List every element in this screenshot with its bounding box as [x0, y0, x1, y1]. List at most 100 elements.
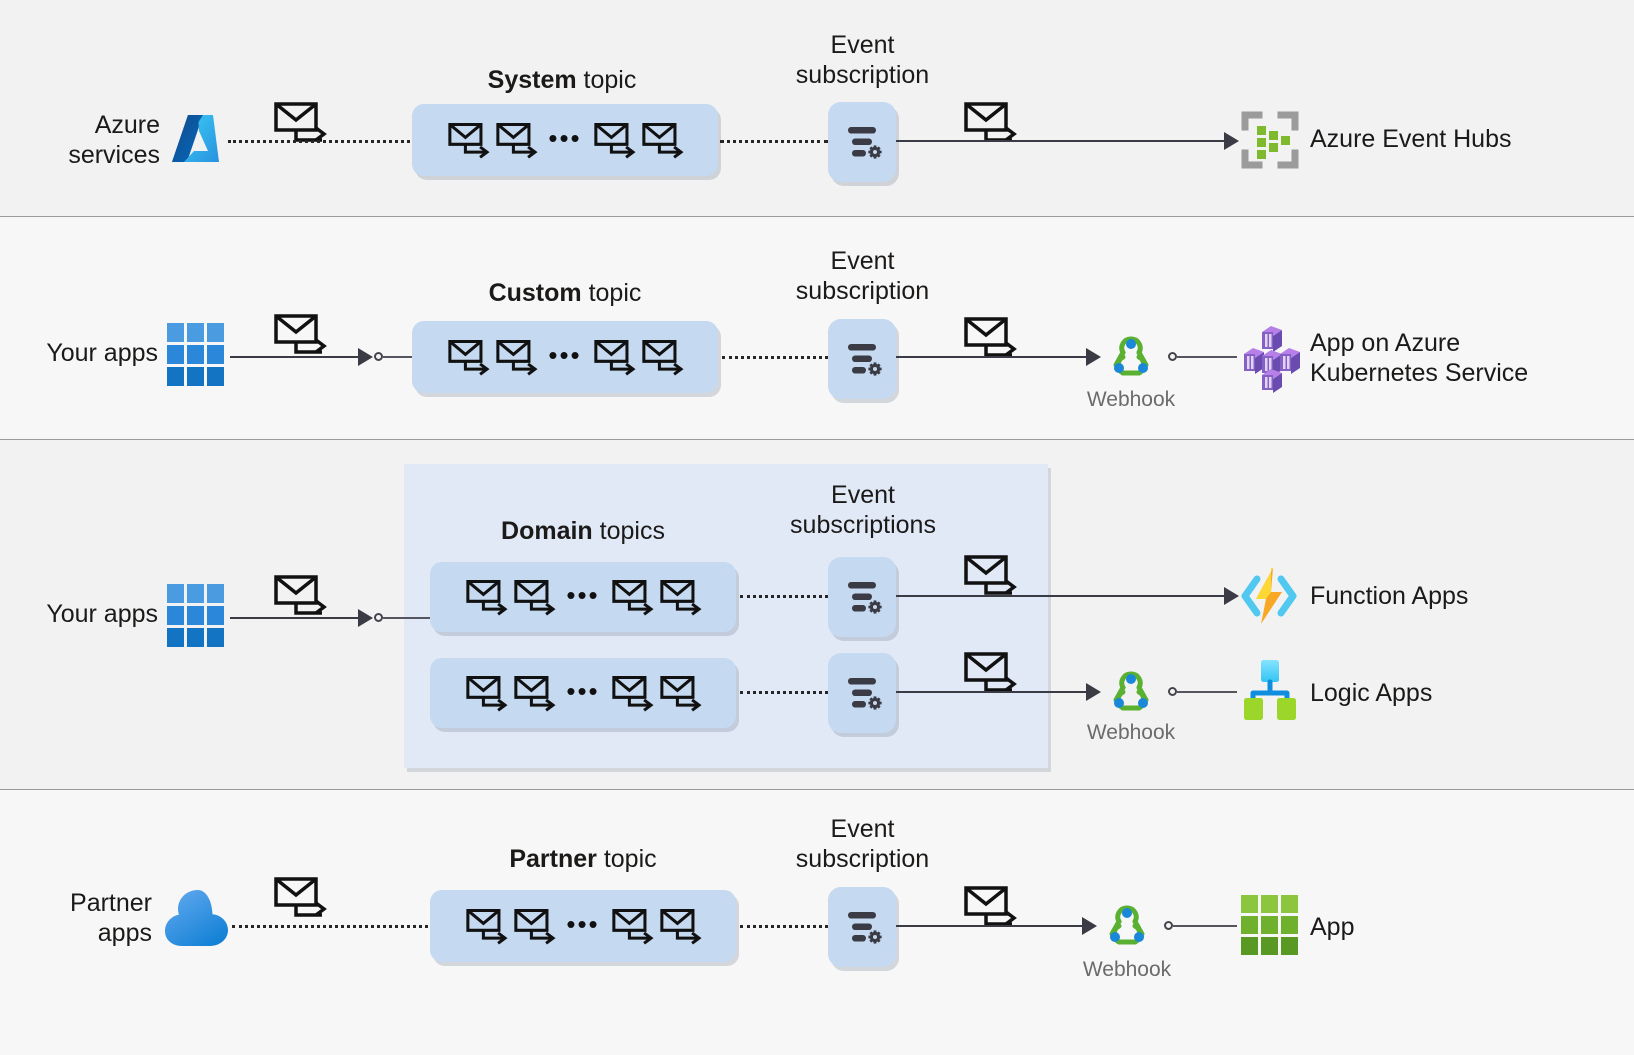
partner-event-subscription-card[interactable] [828, 887, 896, 967]
endpoint-circle-icon [374, 352, 383, 361]
domain-topic-pill-1[interactable]: ••• [430, 562, 736, 632]
event-envelope-icon [612, 675, 654, 712]
event-envelope-icon [514, 675, 556, 712]
system-event-subscription-card[interactable] [828, 102, 896, 182]
link-webhook-to-logic-apps [1177, 691, 1237, 693]
domain-handler-2-label: Logic Apps [1310, 679, 1433, 707]
event-envelope-icon [660, 675, 702, 712]
link-subscription-to-webhook-custom [896, 356, 1088, 358]
event-envelope-icon [660, 908, 702, 945]
system-topic-title: System topic [487, 66, 637, 94]
link-partner-apps-to-topic [232, 925, 428, 928]
link-yourapps-to-custom-topic [230, 356, 360, 358]
event-envelope-icon [642, 122, 684, 159]
domain-event-subscription-card-1[interactable] [828, 557, 896, 637]
event-envelope-icon [272, 573, 328, 617]
row-divider-2 [0, 439, 1634, 440]
domain-topic-pill-2[interactable]: ••• [430, 658, 736, 728]
link-domain-topic1-to-subscription [740, 595, 828, 598]
link-webhook-to-app [1173, 925, 1237, 927]
link-endpoint-to-custom-topic [383, 356, 412, 358]
event-envelope-icon [612, 579, 654, 616]
filter-settings-icon [848, 344, 882, 376]
filter-settings-icon [848, 678, 882, 710]
band-partner [0, 790, 1634, 1055]
endpoint-circle-icon [1168, 687, 1177, 696]
link-source-to-system-topic [228, 140, 410, 143]
partner-handler-label: App [1310, 913, 1355, 941]
azure-function-apps-icon [1236, 565, 1302, 627]
ellipsis: ••• [548, 123, 582, 153]
link-subscription-to-eventhubs [896, 140, 1226, 142]
link-system-topic-to-subscription [720, 140, 828, 143]
event-envelope-icon [272, 312, 328, 356]
event-envelope-icon [448, 339, 490, 376]
filter-settings-icon [848, 912, 882, 944]
webhook-icon [1100, 899, 1154, 953]
custom-webhook-label: Webhook [1086, 388, 1176, 411]
link-subscription-to-function-apps [896, 595, 1226, 597]
cloud-icon [158, 886, 234, 948]
webhook-icon [1104, 665, 1158, 719]
system-handler-label: Azure Event Hubs [1310, 125, 1512, 153]
arrowhead-icon [1086, 683, 1101, 701]
domain-webhook-label: Webhook [1086, 721, 1176, 744]
azure-event-hubs-icon [1240, 110, 1300, 170]
ellipsis: ••• [566, 580, 600, 610]
azure-kubernetes-service-icon [1240, 324, 1302, 393]
endpoint-circle-icon [374, 613, 383, 622]
event-envelope-icon [962, 315, 1018, 359]
event-envelope-icon [962, 884, 1018, 928]
arrowhead-icon [1086, 348, 1101, 366]
link-subscription-to-webhook-partner [896, 925, 1084, 927]
event-envelope-icon [466, 675, 508, 712]
link-yourapps-to-domain [230, 617, 360, 619]
event-envelope-icon [660, 579, 702, 616]
event-envelope-icon [594, 339, 636, 376]
app-grid-green-icon [1240, 894, 1300, 958]
custom-event-subscription-card[interactable] [828, 319, 896, 399]
event-envelope-icon [466, 579, 508, 616]
event-envelope-icon [962, 100, 1018, 144]
event-envelope-icon [448, 122, 490, 159]
link-partner-topic-to-subscription [740, 925, 828, 928]
event-envelope-icon [496, 122, 538, 159]
azure-logic-apps-icon [1240, 660, 1300, 722]
arrowhead-icon [1082, 917, 1097, 935]
domain-event-subscription-card-2[interactable] [828, 653, 896, 733]
event-envelope-icon [272, 100, 328, 144]
partner-webhook-label: Webhook [1082, 958, 1172, 981]
event-envelope-icon [594, 122, 636, 159]
link-subscription-to-webhook-domain [896, 691, 1088, 693]
event-envelope-icon [466, 908, 508, 945]
arrowhead-icon [358, 609, 373, 627]
webhook-icon [1104, 330, 1158, 384]
endpoint-circle-icon [1168, 352, 1177, 361]
system-topic-pill[interactable]: ••• [412, 104, 718, 176]
partner-topic-pill[interactable]: ••• [430, 890, 736, 962]
custom-topic-pill[interactable]: ••• [412, 321, 718, 393]
arrowhead-icon [358, 348, 373, 366]
azure-logo-icon [166, 107, 224, 169]
event-envelope-icon [514, 908, 556, 945]
filter-settings-icon [848, 127, 882, 159]
link-custom-topic-to-subscription [722, 356, 828, 359]
partner-topic-title: Partner topic [509, 845, 657, 873]
ellipsis: ••• [566, 909, 600, 939]
band-custom [0, 217, 1634, 439]
event-envelope-icon [514, 579, 556, 616]
row-domain-source-label: Your apps [46, 600, 158, 628]
row-custom-source-label: Your apps [46, 339, 158, 367]
band-system [0, 0, 1634, 216]
event-envelope-icon [962, 650, 1018, 694]
link-domain-topic2-to-subscription [740, 691, 828, 694]
event-envelope-icon [612, 908, 654, 945]
custom-topic-title: Custom topic [488, 279, 642, 307]
ellipsis: ••• [548, 340, 582, 370]
arrowhead-icon [1224, 132, 1239, 150]
